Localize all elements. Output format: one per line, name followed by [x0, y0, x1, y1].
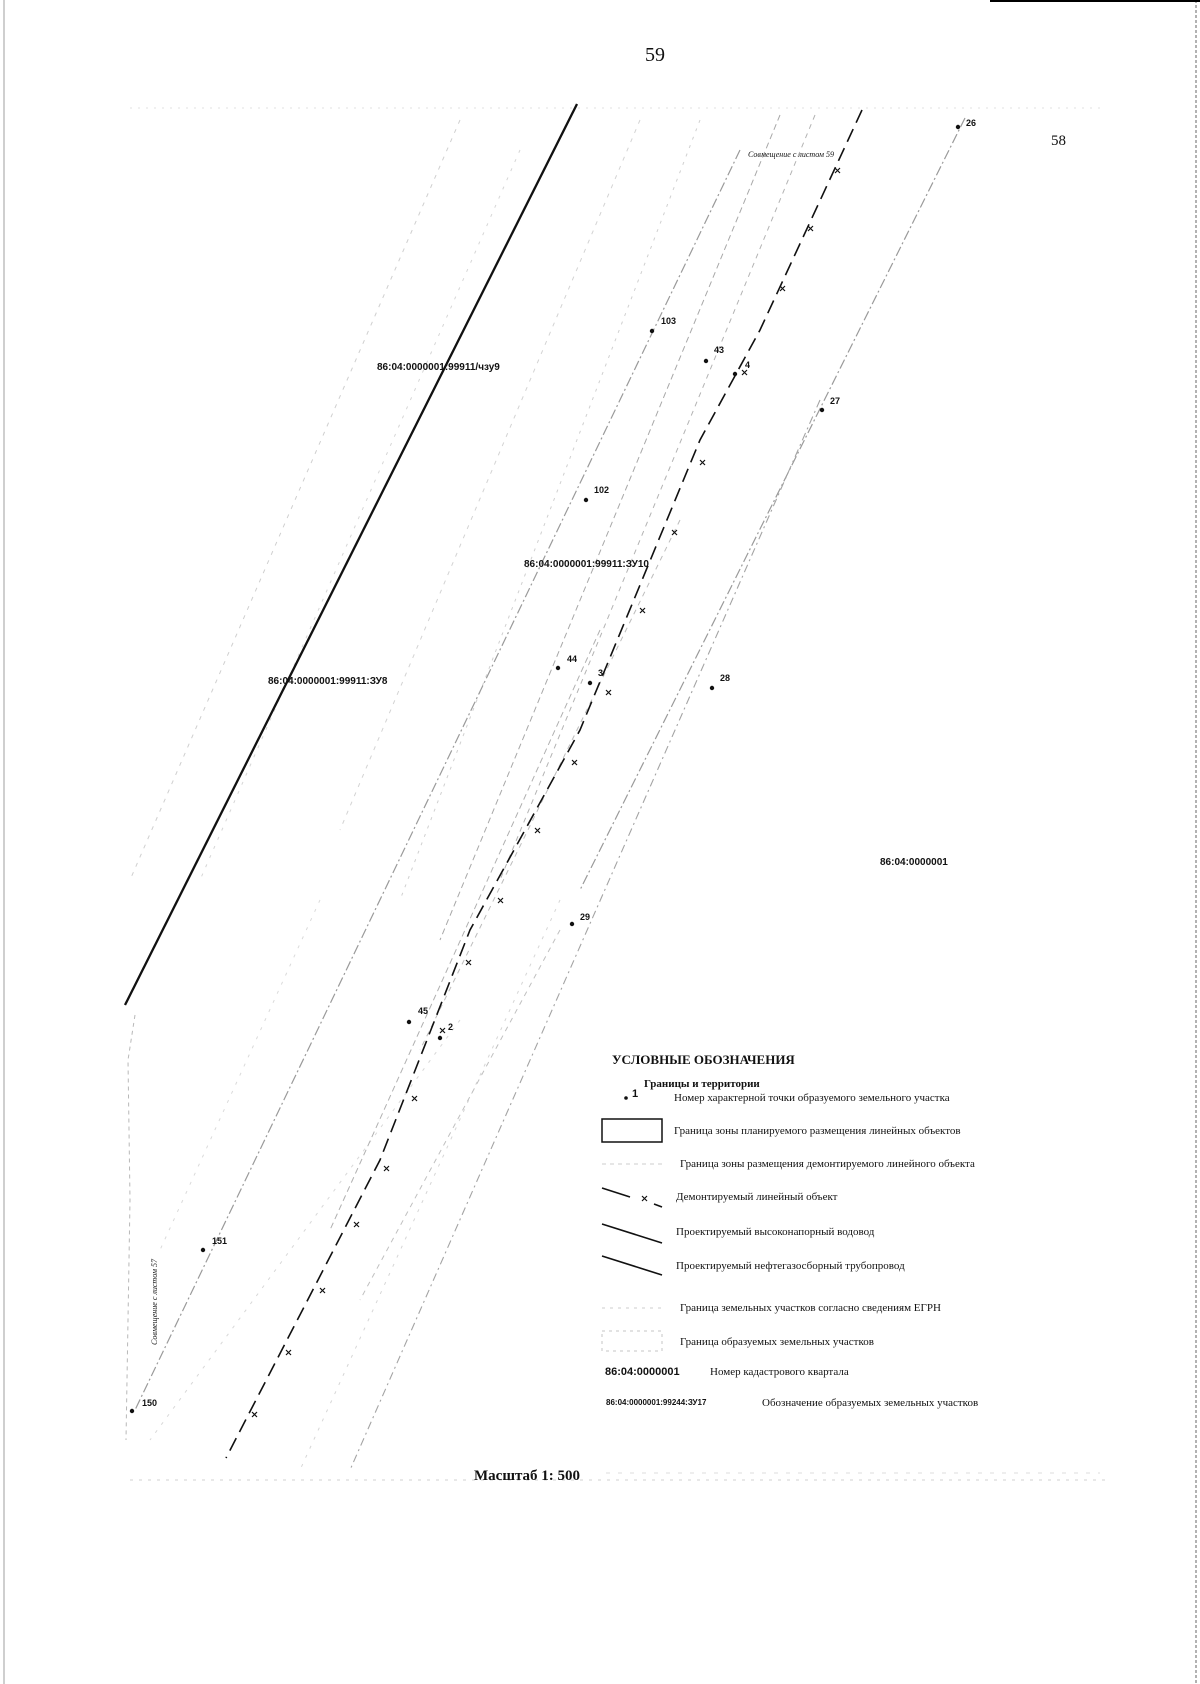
- point-3: [587, 680, 593, 686]
- point-label-28: 28: [720, 673, 731, 683]
- legend-dismantled-pipeline-symbol: [601, 1187, 663, 1208]
- legend-item-parcel-designation: Обозначение образуемых земельных участко…: [762, 1397, 979, 1409]
- legend-sample-point-number: 1: [632, 1088, 639, 1100]
- point-27: [819, 407, 825, 413]
- egrn-boundary: [339, 119, 641, 831]
- legend-item-quarter-number: Номер кадастрового квартала: [710, 1366, 849, 1378]
- point-4: [732, 371, 738, 377]
- point-label-44: 44: [567, 654, 578, 664]
- point-26: [955, 124, 961, 130]
- parcel-label-chzu9: 86:04:0000001:99911/чзу9: [377, 362, 500, 373]
- point-44: [555, 665, 561, 671]
- point-label-3: 3: [598, 668, 604, 678]
- legend-item-planned-zone: Граница зоны планируемого размещения лин…: [674, 1125, 961, 1137]
- parcel-label-zu8: 86:04:0000001:99911:ЗУ8: [268, 676, 388, 687]
- parcel-boundary-left: [125, 1014, 136, 1441]
- legend-symbols: [601, 1096, 1100, 1474]
- scale-label: Масштаб 1: 500: [474, 1468, 581, 1484]
- point-29: [569, 921, 575, 927]
- point-45: [406, 1019, 412, 1025]
- egrn-boundary: [149, 1019, 461, 1441]
- legend-item-new-parcels: Граница образуемых земельных участков: [680, 1336, 874, 1348]
- point-label-151: 151: [212, 1236, 228, 1246]
- point-label-2: 2: [448, 1022, 454, 1032]
- x-mark: [285, 1349, 292, 1356]
- parcel-boundary: [419, 519, 681, 1051]
- x-mark: [497, 897, 504, 904]
- x-mark: [834, 167, 841, 174]
- parcel-boundary: [359, 929, 561, 1301]
- point-label-150: 150: [142, 1398, 158, 1408]
- legend-item-dismantled-zone: Граница зоны размещения демонтируемого л…: [680, 1158, 975, 1170]
- planned-zone-boundary: [349, 399, 821, 1471]
- point-28: [709, 685, 715, 691]
- x-mark: [319, 1287, 326, 1294]
- point-label-43: 43: [714, 345, 725, 355]
- dismantled-pipeline-x-marks: [251, 167, 841, 1418]
- match-line-top: Совмещение с листом 59: [748, 150, 834, 159]
- legend-point-symbol: [624, 1096, 628, 1100]
- point-150: [129, 1408, 135, 1414]
- point-label-45: 45: [418, 1006, 429, 1016]
- x-mark: [699, 459, 706, 466]
- x-mark: [639, 607, 646, 614]
- designed-water-line: [123, 103, 579, 1006]
- point-102: [583, 497, 589, 503]
- legend-title: УСЛОВНЫЕ ОБОЗНАЧЕНИЯ: [612, 1052, 795, 1067]
- page-number: 59: [645, 44, 665, 66]
- x-mark: [411, 1095, 418, 1102]
- x-mark: [741, 369, 748, 376]
- egrn-boundary: [159, 899, 321, 1251]
- point-151: [200, 1247, 206, 1253]
- legend-oilgas-pipeline-symbol: [601, 1255, 663, 1276]
- egrn-boundary: [299, 899, 561, 1471]
- point-2: [437, 1035, 443, 1041]
- x-mark: [251, 1411, 258, 1418]
- point-label-103: 103: [661, 316, 677, 326]
- match-line-left: Совмещение с листом 57: [150, 1259, 159, 1345]
- parcel-boundary: [439, 114, 781, 941]
- point-43: [703, 358, 709, 364]
- dismantled-pipeline: [225, 109, 863, 1459]
- point-label-4: 4: [745, 360, 751, 370]
- legend-planned-zone-box: [601, 1118, 663, 1143]
- planned-zone-boundary: [579, 117, 966, 891]
- characteristic-points: [129, 124, 961, 1414]
- legend-item-point-number: Номер характерной точки образуемого земе…: [674, 1092, 950, 1104]
- x-mark: [605, 689, 612, 696]
- point-label-29: 29: [580, 912, 591, 922]
- x-mark: [383, 1165, 390, 1172]
- point-label-26: 26: [966, 118, 977, 128]
- planned-zone-boundary: [134, 149, 741, 1411]
- parcel-boundary: [499, 114, 816, 881]
- legend-code-quarter: 86:04:0000001: [605, 1366, 680, 1378]
- point-103: [649, 328, 655, 334]
- cadastral-quarter-label: 86:04:0000001: [880, 857, 948, 868]
- legend-item-water-line: Проектируемый высоконапорный водовод: [676, 1226, 875, 1238]
- legend-item-dismantled-object: Демонтируемый линейный объект: [676, 1191, 838, 1203]
- legend-water-line-symbol: [601, 1223, 663, 1244]
- egrn-boundary: [199, 149, 521, 881]
- parcel-label-zu10: 86:04:0000001:99911:ЗУ10: [524, 559, 649, 570]
- adjacent-sheet-number: 58: [1051, 133, 1066, 149]
- point-label-27: 27: [830, 396, 841, 406]
- x-mark: [571, 759, 578, 766]
- x-mark: [671, 529, 678, 536]
- x-mark: [807, 225, 814, 232]
- x-mark: [465, 959, 472, 966]
- x-mark: [779, 285, 786, 292]
- x-mark: [353, 1221, 360, 1228]
- legend-item-egrn-boundary: Граница земельных участков согласно свед…: [680, 1302, 941, 1314]
- point-label-102: 102: [594, 485, 610, 495]
- legend-subtitle: Границы и территории: [644, 1078, 760, 1090]
- x-mark: [534, 827, 541, 834]
- egrn-boundary: [129, 119, 461, 881]
- legend-new-parcels-symbol: [601, 1330, 663, 1352]
- legend-code-parcel: 86:04:0000001:99244:ЗУ17: [606, 1398, 707, 1407]
- x-mark: [439, 1027, 446, 1034]
- legend-item-oilgas-pipeline: Проектируемый нефтегазосборный трубопров…: [676, 1260, 905, 1272]
